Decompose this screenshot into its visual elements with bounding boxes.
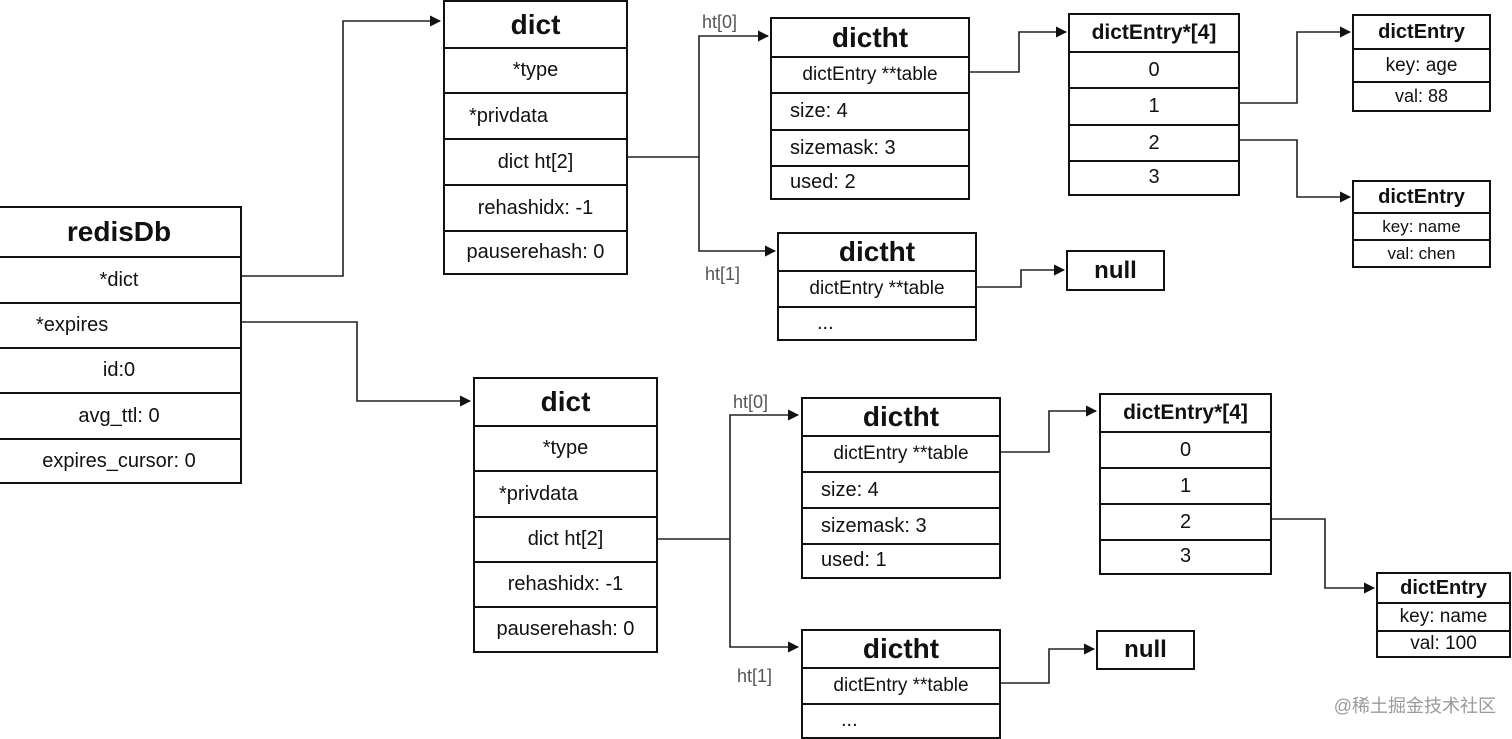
dictentry-array-bottom: dictEntry*[4] 0 1 2 3 — [1099, 393, 1272, 575]
entry-top2-key: key: name — [1354, 212, 1489, 239]
redisdb-field-expires-cursor: expires_cursor: 0 — [0, 438, 240, 482]
label-bottom-ht1: ht[1] — [737, 666, 773, 686]
dictht-bottom-1: dictht dictEntry **table ... — [801, 629, 1001, 739]
array-top-slot-0: 0 — [1070, 51, 1238, 87]
dictht-top0-field-used: used: 2 — [772, 165, 968, 198]
label-top-ht0: ht[0] — [702, 12, 738, 32]
array-top-slot-1: 1 — [1070, 87, 1238, 124]
dict-struct-bottom: dict *type *privdata dict ht[2] rehashid… — [473, 377, 658, 653]
entry-top2-val: val: chen — [1354, 239, 1489, 266]
arrow-bottom-table-to-array — [1001, 405, 1098, 453]
dictentry-top-2: dictEntry key: name val: chen — [1352, 180, 1491, 268]
arrow-top-slot2-to-entry — [1240, 139, 1352, 203]
dictht-bottom1-field-table: dictEntry **table — [803, 667, 999, 703]
entry-bottom-title: dictEntry — [1400, 576, 1487, 599]
dict-bottom-field-type: *type — [475, 425, 656, 470]
entry-top1-key: key: age — [1354, 48, 1489, 81]
dictht-top-1: dictht dictEntry **table ... — [777, 232, 977, 341]
dict-top-field-privdata: *privdata — [445, 92, 626, 138]
dict-bottom-title: dict — [540, 386, 591, 417]
dictht-bottom0-title: dictht — [862, 401, 940, 432]
array-bottom-title: dictEntry*[4] — [1123, 401, 1248, 424]
dictht-bottom0-field-table: dictEntry **table — [803, 435, 999, 471]
arrow-top-ht0 — [627, 30, 770, 158]
entry-bottom-val: val: 100 — [1378, 630, 1509, 656]
dictentry-top-1: dictEntry key: age val: 88 — [1352, 14, 1491, 112]
arrow-bottom-ht1 — [729, 539, 800, 653]
arrow-top-ht1 — [698, 157, 777, 257]
null-top: null — [1066, 250, 1165, 291]
dictentry-array-top: dictEntry*[4] 0 1 2 3 — [1068, 13, 1240, 196]
dictht-bottom1-field-more: ... — [803, 703, 999, 736]
dictht-top-0: dictht dictEntry **table size: 4 sizemas… — [770, 17, 970, 200]
dict-top-field-ht: dict ht[2] — [445, 138, 626, 184]
redisdb-field-expires: *expires — [0, 302, 240, 347]
null-bottom: null — [1096, 630, 1195, 670]
dictht-top1-title: dictht — [838, 236, 916, 267]
redisdb-field-avg-ttl: avg_ttl: 0 — [0, 392, 240, 438]
array-top-slot-2: 2 — [1070, 124, 1238, 160]
dict-bottom-field-rehashidx: rehashidx: -1 — [475, 561, 656, 606]
redisdb-field-dict: *dict — [0, 256, 240, 302]
label-bottom-ht0: ht[0] — [733, 392, 769, 412]
dict-top-field-type: *type — [445, 47, 626, 92]
arrow-top-slot1-to-entry — [1240, 26, 1352, 104]
dictht-top0-title: dictht — [831, 21, 909, 53]
dict-top-field-rehashidx: rehashidx: -1 — [445, 184, 626, 230]
arrow-bottom-slot2-to-entry — [1272, 518, 1376, 594]
dictht-top0-field-size: size: 4 — [772, 92, 968, 129]
dictht-bottom-0: dictht dictEntry **table size: 4 sizemas… — [801, 397, 1001, 579]
dictht-top0-field-table: dictEntry **table — [772, 56, 968, 92]
dictht-bottom0-field-size: size: 4 — [803, 471, 999, 507]
array-top-slot-3: 3 — [1070, 160, 1238, 193]
entry-top1-val: val: 88 — [1354, 81, 1489, 109]
array-bottom-slot-0: 0 — [1101, 431, 1270, 467]
dict-top-title: dict — [510, 8, 561, 40]
array-bottom-slot-1: 1 — [1101, 467, 1270, 503]
arrow-top-table-to-array — [970, 26, 1068, 73]
entry-top1-title: dictEntry — [1378, 20, 1465, 43]
dict-struct-top: dict *type *privdata dict ht[2] rehashid… — [443, 0, 628, 275]
redisdb-field-id: id:0 — [0, 347, 240, 392]
dictht-bottom0-field-used: used: 1 — [803, 543, 999, 576]
dictentry-bottom: dictEntry key: name val: 100 — [1376, 572, 1511, 658]
redisdb-title: redisDb — [66, 216, 172, 247]
dictht-bottom0-field-sizemask: sizemask: 3 — [803, 507, 999, 543]
arrow-dict-to-top-dict — [242, 15, 442, 277]
dict-bottom-field-privdata: *privdata — [475, 470, 656, 516]
arrow-bottom-ht1-to-null — [1001, 643, 1096, 684]
watermark: @稀土掘金技术社区 — [1333, 696, 1496, 716]
dict-bottom-field-pauserehash: pauserehash: 0 — [475, 606, 656, 650]
dictht-top1-field-table: dictEntry **table — [779, 270, 975, 306]
redisdb-struct: redisDb *dict *expires id:0 avg_ttl: 0 e… — [0, 206, 242, 484]
arrow-top-ht1-to-null — [977, 264, 1066, 288]
dict-top-field-pauserehash: pauserehash: 0 — [445, 230, 626, 272]
dict-bottom-field-ht: dict ht[2] — [475, 516, 656, 561]
array-top-title: dictEntry*[4] — [1091, 21, 1217, 44]
dictht-bottom1-title: dictht — [862, 633, 940, 664]
array-bottom-slot-2: 2 — [1101, 503, 1270, 539]
entry-bottom-key: key: name — [1378, 602, 1509, 630]
entry-top2-title: dictEntry — [1378, 185, 1465, 208]
arrow-bottom-ht0 — [658, 409, 800, 540]
arrow-expires-to-bottom-dict — [242, 321, 472, 407]
label-top-ht1: ht[1] — [705, 264, 741, 284]
dictht-top0-field-sizemask: sizemask: 3 — [772, 129, 968, 165]
dictht-top1-field-more: ... — [779, 306, 975, 338]
array-bottom-slot-3: 3 — [1101, 539, 1270, 572]
